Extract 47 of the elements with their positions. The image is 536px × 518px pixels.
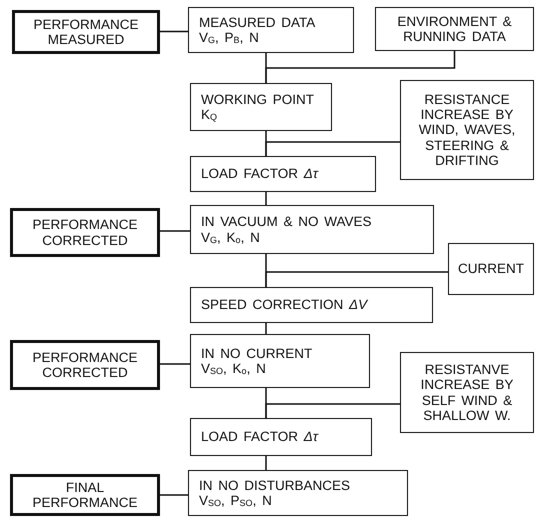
process-box: [190, 334, 370, 388]
connector-line: [265, 323, 267, 334]
box-text: IN NO DISTURBANCES: [199, 478, 350, 493]
box-text: WORKING POINT K$_{Q}$: [201, 92, 315, 122]
box-text: V$_{SO}$, K$_{o}$, N: [201, 361, 266, 376]
process-box: [188, 470, 408, 516]
box-text: V$_{G}$, K$_{o}$, N: [201, 230, 260, 245]
connector-line: [265, 51, 456, 83]
box-text: MEASURED DATA: [199, 14, 316, 30]
connector-line: [265, 456, 267, 470]
result-box: [10, 340, 160, 390]
process-box: [375, 7, 534, 51]
box-text: FINAL PERFORMANCE: [31, 480, 138, 510]
connector-line: [160, 494, 188, 496]
process-box: [190, 156, 376, 192]
box-text: LOAD FACTOR Δτ: [201, 429, 318, 445]
connector-line: [160, 30, 188, 32]
connector-line: [265, 271, 448, 287]
process-box: [448, 243, 534, 295]
result-box: [10, 208, 160, 257]
process-box: [190, 287, 433, 323]
connector-line: [160, 363, 190, 365]
box-text: PERFORMANCE CORRECTED: [31, 350, 138, 380]
box-text: RESISTANCE INCREASE BY WIND, WAVES, STEERING & DRIFTING: [418, 92, 516, 168]
connector-line: [265, 192, 267, 205]
box-text: LOAD FACTOR Δτ: [201, 166, 318, 182]
process-box: [400, 80, 534, 180]
box-text: SPEED CORRECTION ΔV: [201, 297, 368, 313]
connector-line: [265, 403, 400, 418]
box-text: RESISTANVE INCREASE BY SELF WIND & SHALLOW W.: [420, 362, 514, 423]
box-text: V$_{SO}$, P$_{SO}$, N: [199, 493, 272, 508]
connector-line: [160, 230, 190, 232]
process-box: [190, 83, 332, 131]
box-text: IN NO CURRENT: [201, 346, 312, 361]
connector-line: [265, 141, 400, 156]
box-text: CURRENT: [458, 261, 524, 277]
process-box: [190, 205, 434, 254]
box-text: PERFORMANCE CORRECTED: [31, 217, 138, 248]
box-text: PERFORMANCE MEASURED: [32, 16, 140, 48]
box-text: V$_{G}$, P$_{B}$, N: [199, 30, 259, 46]
box-text: ENVIRONMENT & RUNNING DATA: [396, 14, 513, 44]
result-box: [10, 474, 160, 516]
box-text: IN VACUUM & NO WAVES: [201, 214, 372, 230]
process-box: [190, 418, 372, 456]
process-box: [188, 7, 354, 53]
process-box: [400, 352, 534, 433]
result-box: [12, 10, 160, 54]
